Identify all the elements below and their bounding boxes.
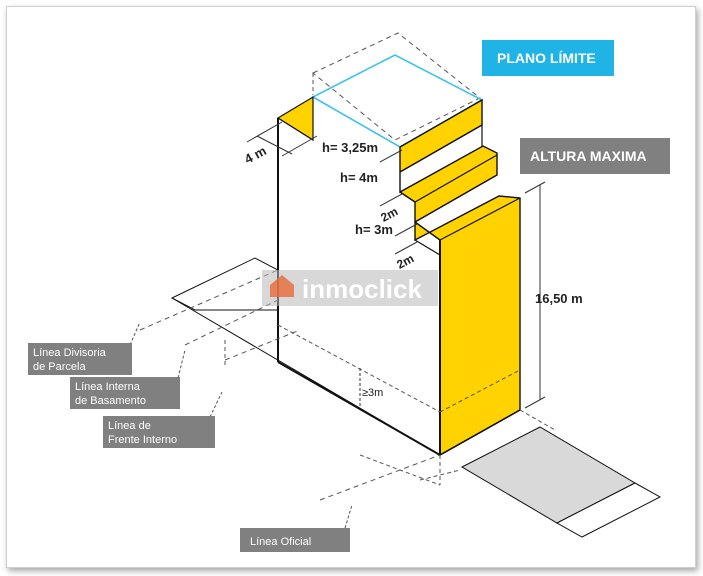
home-icon: [270, 275, 294, 297]
dimension-guide: [379, 149, 403, 163]
front-ground-line: [439, 409, 521, 456]
legend-divisoria-line2: de Parcela: [33, 361, 86, 373]
watermark-text: inmoclick: [302, 274, 422, 304]
legend-interna: [70, 377, 180, 409]
legend-leader: [177, 349, 186, 379]
upper-setback-yellow: [276, 95, 314, 142]
legend-interna-line1: Línea Interna: [75, 381, 141, 393]
altura-maxima-tag-label: ALTURA MAXIMA: [530, 148, 647, 164]
legend-frente-line2: Frente Interno: [108, 434, 177, 446]
inner-dashed-line: [277, 324, 441, 413]
altura-maxima-tag: [520, 138, 670, 174]
lot-dashed: [359, 454, 441, 486]
legend-leader: [129, 321, 141, 346]
legend-frente: [103, 416, 215, 448]
dimension-guide: [379, 193, 403, 207]
step2-label: 2m: [394, 251, 416, 272]
facade-top-edge: [439, 197, 521, 241]
dimension-line-4m: [281, 135, 318, 157]
dimension-line-4m: [256, 135, 293, 155]
h1-label: h= 3,25m: [322, 140, 378, 155]
step-lines: [414, 174, 498, 223]
total-height-label: 16,50 m: [535, 291, 583, 306]
inner-dashed-line: [439, 369, 521, 413]
h2-label: h= 4m: [340, 170, 378, 185]
step-lines: [399, 123, 483, 173]
dimension-guide: [394, 223, 418, 237]
step-lines: [414, 239, 441, 256]
plano-limite-tag-label: PLANO LÍMITE: [497, 50, 596, 66]
lot-dashed: [319, 454, 441, 501]
min-front-label: ≥3m: [362, 387, 383, 399]
lot-dashed: [519, 409, 556, 431]
legend-oficial-label: Línea Oficial: [250, 536, 311, 548]
legend-leader: [344, 504, 353, 529]
lot-dashed: [184, 299, 279, 346]
lot-line: [171, 297, 441, 456]
legend-divisoria-line1: Línea Divisoria: [33, 347, 107, 359]
h3-label: h= 3m: [355, 222, 393, 237]
dimension-line-4m: [246, 121, 283, 143]
lot-dashed: [139, 269, 279, 331]
setback-edge: [277, 117, 314, 141]
top-plane-dashed-outline: [312, 32, 481, 141]
step-lines: [399, 154, 498, 203]
plano-limite-tag: [482, 40, 614, 76]
curb: [555, 482, 662, 538]
dimension-guide: [394, 241, 418, 255]
setback-4m-label: 4 m: [242, 143, 269, 167]
legend-frente-line1: Línea de: [108, 420, 151, 432]
dimension-line-height: [524, 181, 546, 194]
legend-oficial: [240, 528, 350, 552]
legend-divisoria: [28, 343, 132, 375]
lot-dashed: [224, 329, 301, 361]
legend-interna-line2: de Basamento: [75, 395, 146, 407]
legend-leader: [209, 391, 223, 418]
dimension-line-height: [524, 396, 546, 409]
